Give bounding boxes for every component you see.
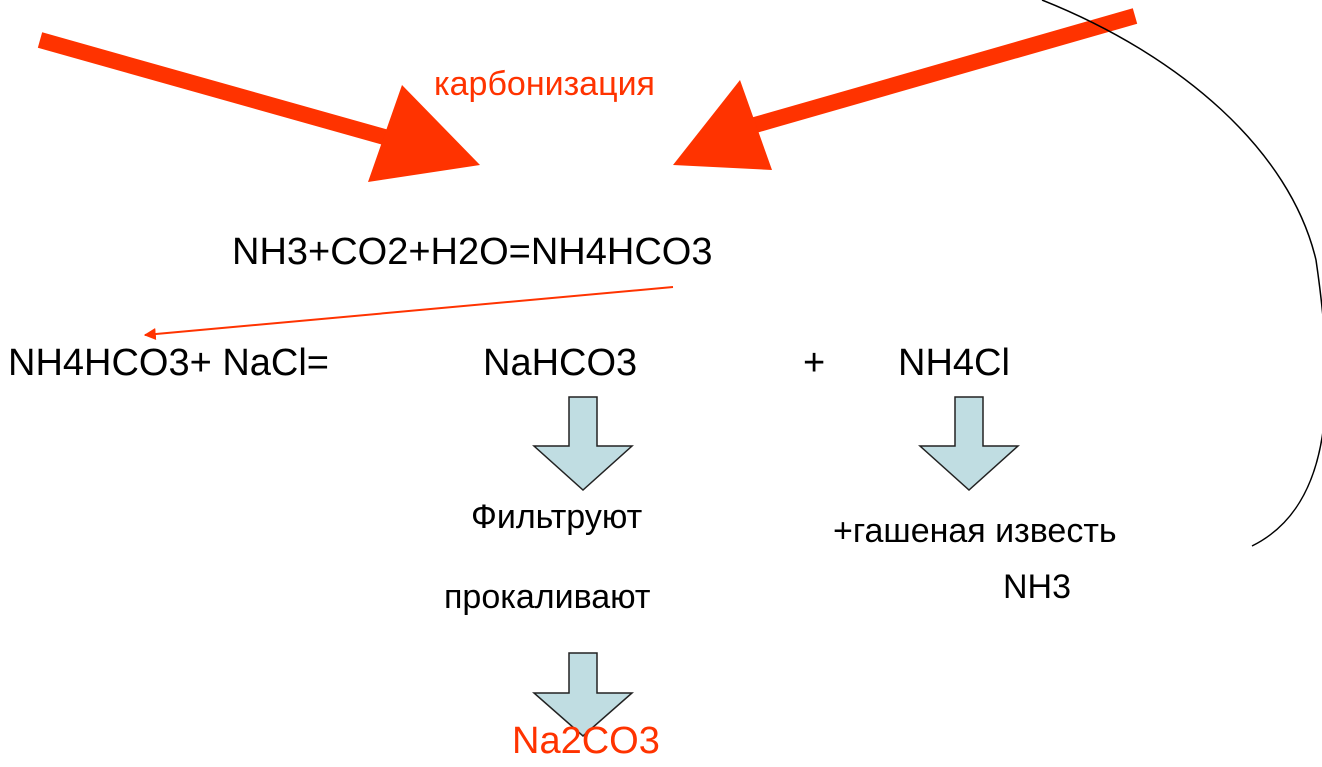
thin-red-arrow-icon: [143, 286, 674, 340]
reaction-1-equation: NH3+CO2+H2O=NH4HCO3: [232, 231, 713, 273]
slaked-lime-label: +гашеная известь: [833, 512, 1117, 550]
product-nh4cl: NH4Cl: [898, 342, 1010, 384]
carbonization-label: карбонизация: [434, 65, 655, 103]
product-nahco3: NaHCO3: [483, 342, 638, 384]
right-thick-red-arrow-icon: [673, 8, 1138, 170]
plus-sign: +: [803, 342, 826, 384]
hollow-down-arrow-icon: [918, 396, 1020, 492]
hollow-down-arrow-icon: [532, 652, 634, 737]
left-thick-red-arrow-icon: [37, 32, 480, 182]
step-calcine-label: прокаливают: [444, 578, 651, 616]
hollow-down-arrow-icon: [532, 396, 634, 492]
final-product-na2co3: Na2CO3: [512, 720, 660, 762]
ammonia-recycled-label: NH3: [1003, 568, 1072, 606]
step-filter-label: Фильтруют: [471, 498, 643, 536]
reaction-2-left-side: NH4HCO3+ NaCl=: [8, 342, 329, 384]
curved-return-line-icon: [1041, 0, 1322, 547]
